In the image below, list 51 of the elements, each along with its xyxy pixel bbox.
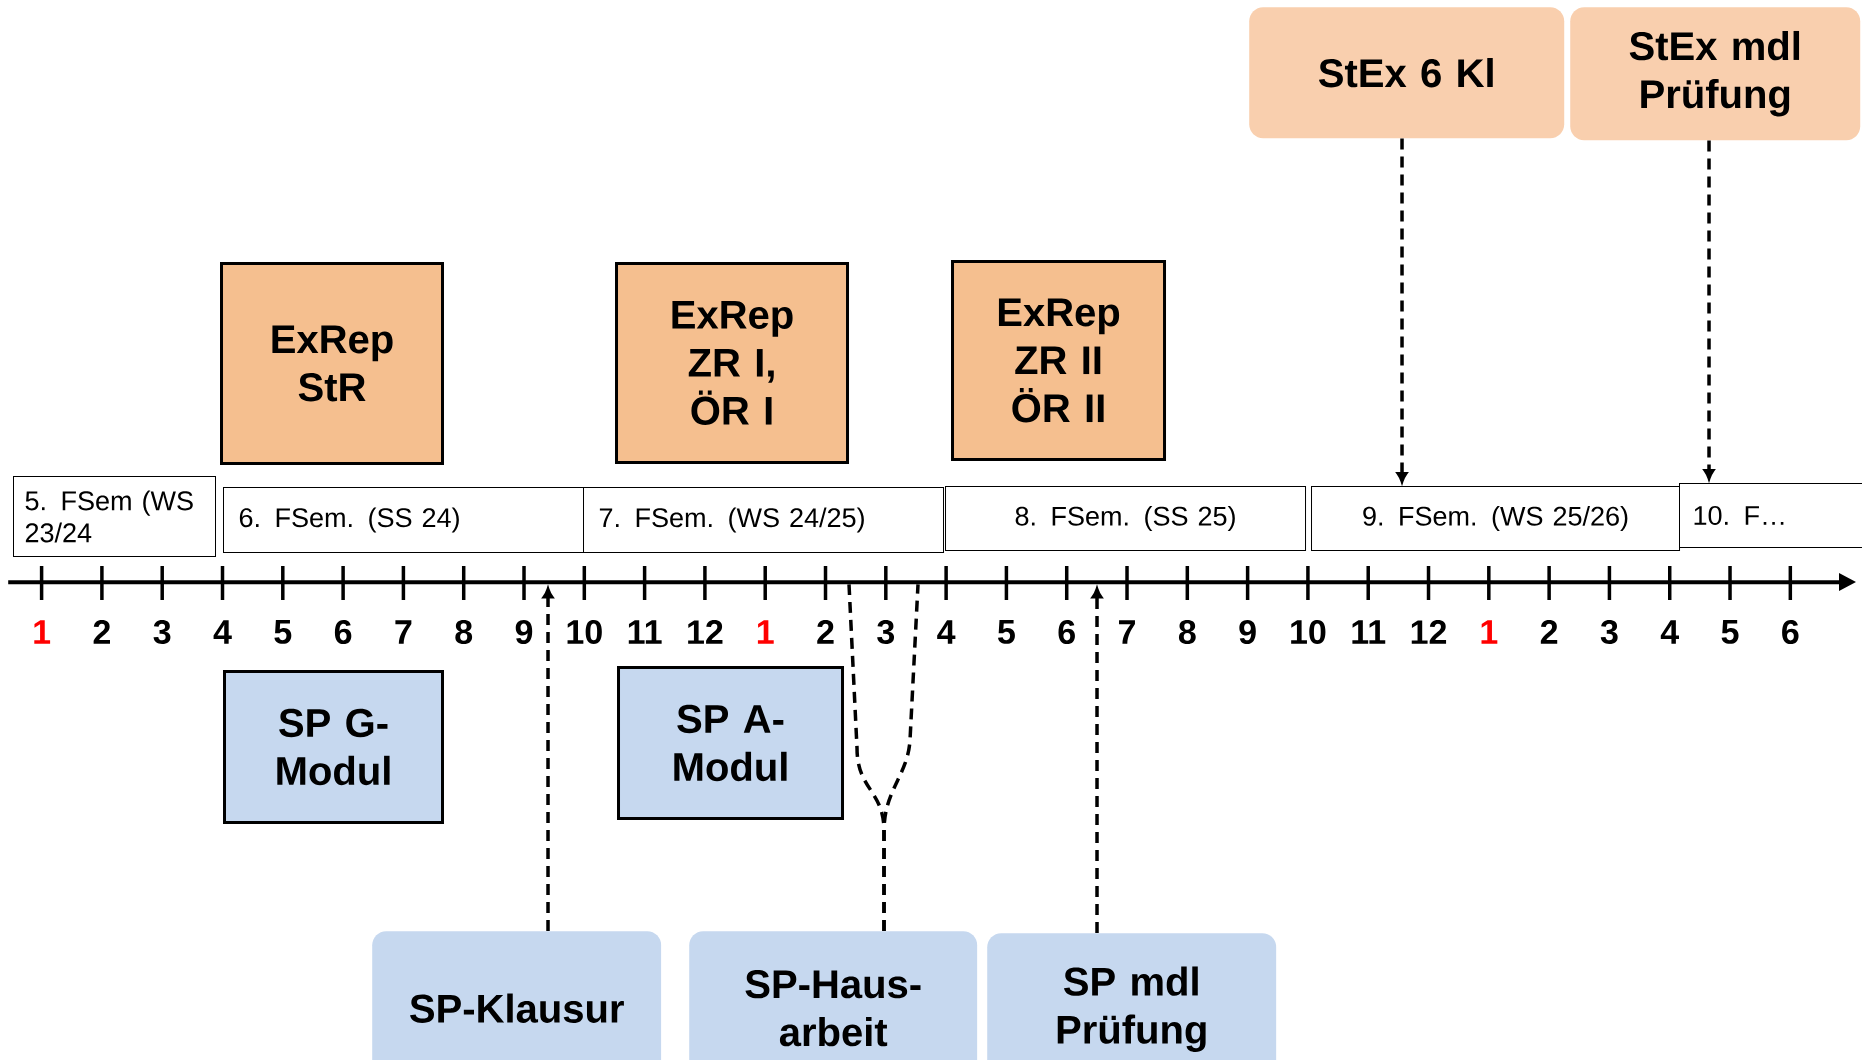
month-number: 9 xyxy=(515,619,533,645)
month-number: 11 xyxy=(1352,620,1386,644)
exam-box: SP-Haus-arbeit xyxy=(689,931,978,1060)
month-number: 11 xyxy=(628,620,662,644)
month-number: 1 xyxy=(757,620,774,644)
month-number: 4 xyxy=(1660,620,1679,644)
month-number: 2 xyxy=(1540,620,1558,644)
semester-box: 6. FSem. (SS 24) xyxy=(223,487,584,553)
dashed-arrow xyxy=(542,587,554,931)
month-number: 3 xyxy=(1600,619,1618,645)
semester-box: 5. FSem (WS 23/24 xyxy=(13,476,216,557)
module-box: SP G-Modul xyxy=(223,670,444,824)
exam-box: SP mdl Prüfung xyxy=(987,933,1277,1060)
month-number: 5 xyxy=(998,620,1015,644)
exam-prep-box: ExRep ZR II ÖR II xyxy=(951,260,1166,461)
month-number: 5 xyxy=(1721,620,1739,644)
exam-prep-box: ExRep StR xyxy=(220,262,444,465)
exam-prep-box: ExRep ZR I, ÖR I xyxy=(615,262,849,464)
state-exam-box: StEx 6 Kl xyxy=(1249,7,1565,139)
dashed-arrow xyxy=(1396,138,1408,483)
semester-box: 7. FSem. (WS 24/25) xyxy=(583,487,944,553)
month-number: 1 xyxy=(34,620,51,644)
month-number: 12 xyxy=(688,620,723,644)
month-number: 10 xyxy=(567,619,602,645)
semester-box: 9. FSem. (WS 25/26) xyxy=(1311,486,1680,551)
dashed-arrow xyxy=(1091,587,1103,933)
month-number: 5 xyxy=(274,620,292,644)
month-number: 6 xyxy=(334,619,352,645)
state-exam-box: StEx mdl Prüfung xyxy=(1570,7,1861,141)
month-number: 6 xyxy=(1782,619,1799,645)
exam-box: SP-Klausur xyxy=(372,931,662,1060)
month-number: 1 xyxy=(1481,620,1498,644)
month-number: 4 xyxy=(937,620,956,644)
month-number: 3 xyxy=(877,619,895,645)
module-box: SP A-Modul xyxy=(617,666,844,820)
month-number: 8 xyxy=(1178,619,1196,645)
month-number: 10 xyxy=(1291,619,1326,645)
month-number: 6 xyxy=(1058,619,1075,645)
month-number: 7 xyxy=(1119,620,1135,644)
semester-box: 10. F… xyxy=(1679,483,1862,548)
month-number: 8 xyxy=(455,619,473,645)
month-number: 12 xyxy=(1411,620,1447,644)
semester-box: 8. FSem. (SS 25) xyxy=(945,486,1306,551)
month-number: 7 xyxy=(395,620,412,644)
month-number: 2 xyxy=(817,620,834,644)
month-number: 4 xyxy=(213,620,232,644)
timeline-axis xyxy=(8,573,1857,591)
month-number: 9 xyxy=(1239,619,1256,645)
month-number: 2 xyxy=(93,620,110,644)
dashed-arrow xyxy=(1703,140,1715,480)
month-number: 3 xyxy=(153,619,171,645)
